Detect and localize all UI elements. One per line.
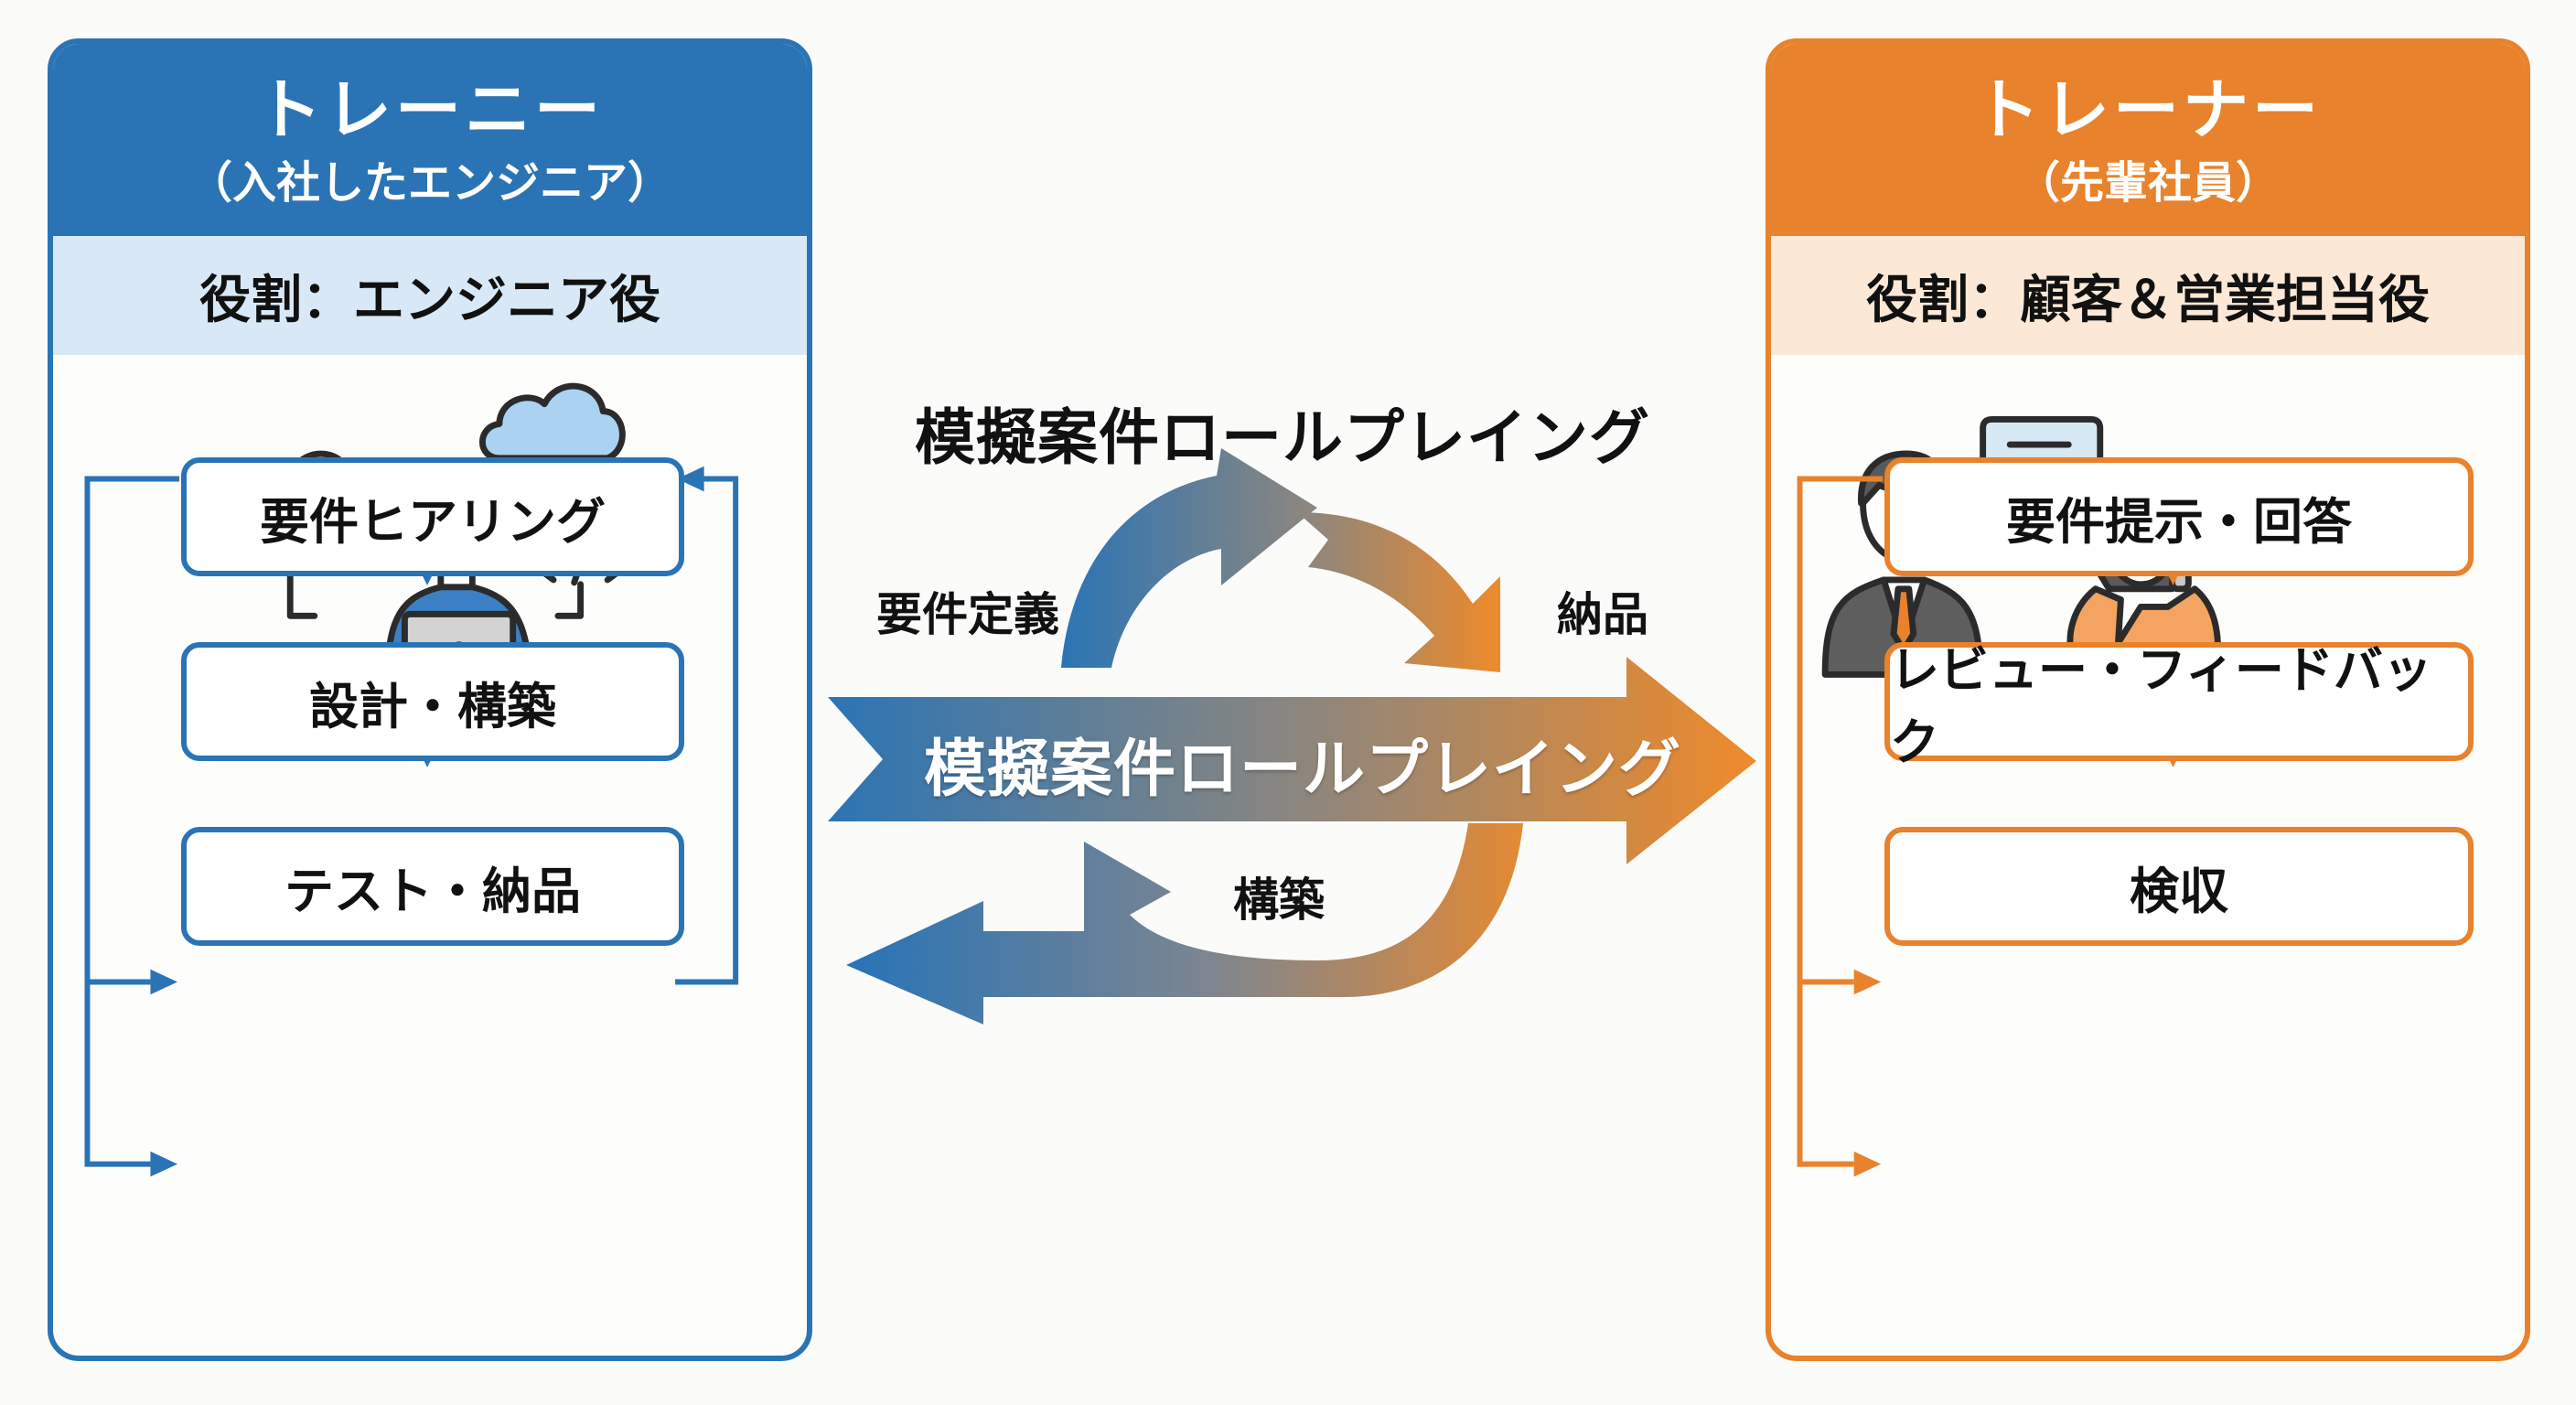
trainee-step-1: 要件ヒアリング — [181, 457, 684, 576]
cycle-arrow-delivery — [1297, 512, 1500, 672]
cycle-arrow-build — [846, 823, 1523, 1024]
cycle-label-build: 構築 — [1233, 874, 1325, 927]
trainer-role: 役割：顧客＆営業担当役 — [1771, 236, 2525, 355]
trainer-panel: トレーナー （先輩社員） 役割：顧客＆営業担当役 — [1766, 38, 2530, 1361]
trainee-panel: トレーニー （入社したエンジニア） 役割：エンジニア役 — [48, 38, 812, 1361]
band-label: 模擬案件ロールプレイング — [924, 734, 1682, 806]
trainer-header: トレーナー （先輩社員） — [1771, 44, 2525, 236]
trainer-step-2: レビュー・フィードバック — [1884, 641, 2474, 771]
trainee-role: 役割：エンジニア役 — [53, 236, 807, 355]
trainee-step-3: テスト・納品 — [181, 827, 684, 946]
main-band-arrow — [828, 657, 1756, 864]
cycle-label-delivery: 納品 — [1557, 588, 1648, 641]
trainer-step-1: 要件提示・回答 — [1884, 457, 2474, 576]
center-title: 模擬案件ロールプレイング — [915, 402, 1650, 473]
trainee-subtitle: （入社したエンジニア） — [188, 157, 671, 209]
trainer-step-3: 検収 — [1884, 827, 2474, 946]
cycle-label-requirements: 要件定義 — [876, 588, 1059, 641]
cloud-icon — [478, 382, 626, 462]
trainer-subtitle: （先輩社員） — [2015, 157, 2280, 209]
trainee-title: トレーニー — [255, 71, 604, 148]
trainer-title: トレーナー — [1973, 71, 2322, 148]
cycle-arrow-requirements — [1061, 448, 1317, 668]
trainee-step-2: 設計・構築 — [181, 642, 684, 761]
trainee-header: トレーニー （入社したエンジニア） — [53, 44, 807, 236]
